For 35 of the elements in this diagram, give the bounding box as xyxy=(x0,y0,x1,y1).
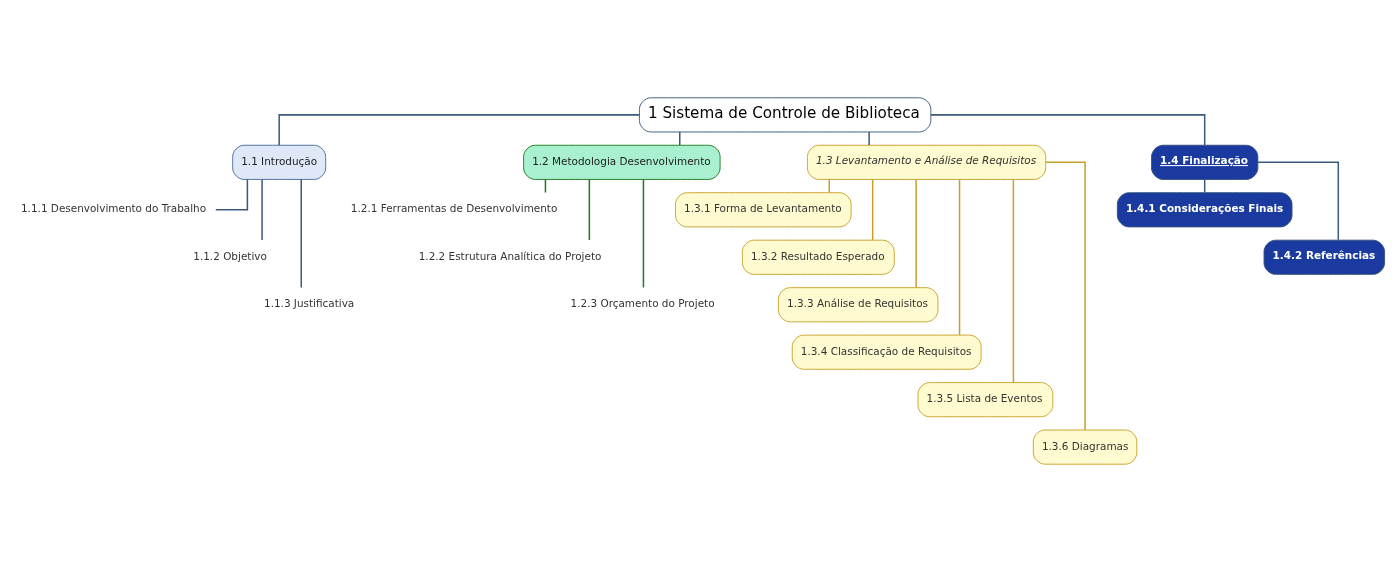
node-text: 1.1.3 Justificativa xyxy=(263,297,355,310)
node-box: 1.2 Metodologia Desenvolvimento xyxy=(523,144,721,180)
node-text: 1.1.2 Objetivo xyxy=(193,249,267,262)
node-box: 1.4 Finalização xyxy=(1151,144,1259,180)
connector xyxy=(278,114,640,146)
node-box: 1.1 Introdução xyxy=(232,144,327,180)
connector xyxy=(828,178,830,194)
connector xyxy=(261,179,263,241)
node-box: 1.3 Levantamento e Análise de Requisitos xyxy=(806,144,1047,180)
connector xyxy=(1045,161,1086,431)
connector xyxy=(1012,179,1015,384)
connector xyxy=(868,131,870,146)
connector xyxy=(215,178,249,211)
node-text: 1.2.2 Estrutura Analítica do Projeto xyxy=(418,249,602,262)
connector xyxy=(679,131,681,146)
node-box: 1.3.5 Lista de Eventos xyxy=(917,382,1054,418)
connector xyxy=(958,178,961,336)
node-box: 1.3.3 Análise de Requisitos xyxy=(778,287,939,323)
node-box: 1 Sistema de Controle de Biblioteca xyxy=(638,97,932,133)
node-text: 1.2.3 Orçamento do Projeto xyxy=(570,297,715,310)
connector xyxy=(871,179,874,241)
node-box: 1.3.6 Diagramas xyxy=(1032,429,1138,465)
node-box: 1.4.1 Considerações Finais xyxy=(1116,192,1293,228)
node-box: 1.3.1 Forma de Levantamento xyxy=(675,192,852,228)
connector xyxy=(1257,161,1340,241)
connector xyxy=(300,178,302,289)
connector xyxy=(915,178,917,289)
node-text: 1.2.1 Ferramentas de Desenvolvimento xyxy=(350,202,558,215)
node-box: 1.3.4 Classificação de Requisitos xyxy=(791,334,982,370)
node-box: 1.4.2 Referências xyxy=(1263,239,1386,275)
connector xyxy=(642,178,645,289)
connector xyxy=(930,114,1206,146)
node-box: 1.3.2 Resultado Esperado xyxy=(741,239,895,275)
connector xyxy=(588,179,591,241)
node-text: 1.1.1 Desenvolvimento do Trabalho xyxy=(20,202,207,215)
